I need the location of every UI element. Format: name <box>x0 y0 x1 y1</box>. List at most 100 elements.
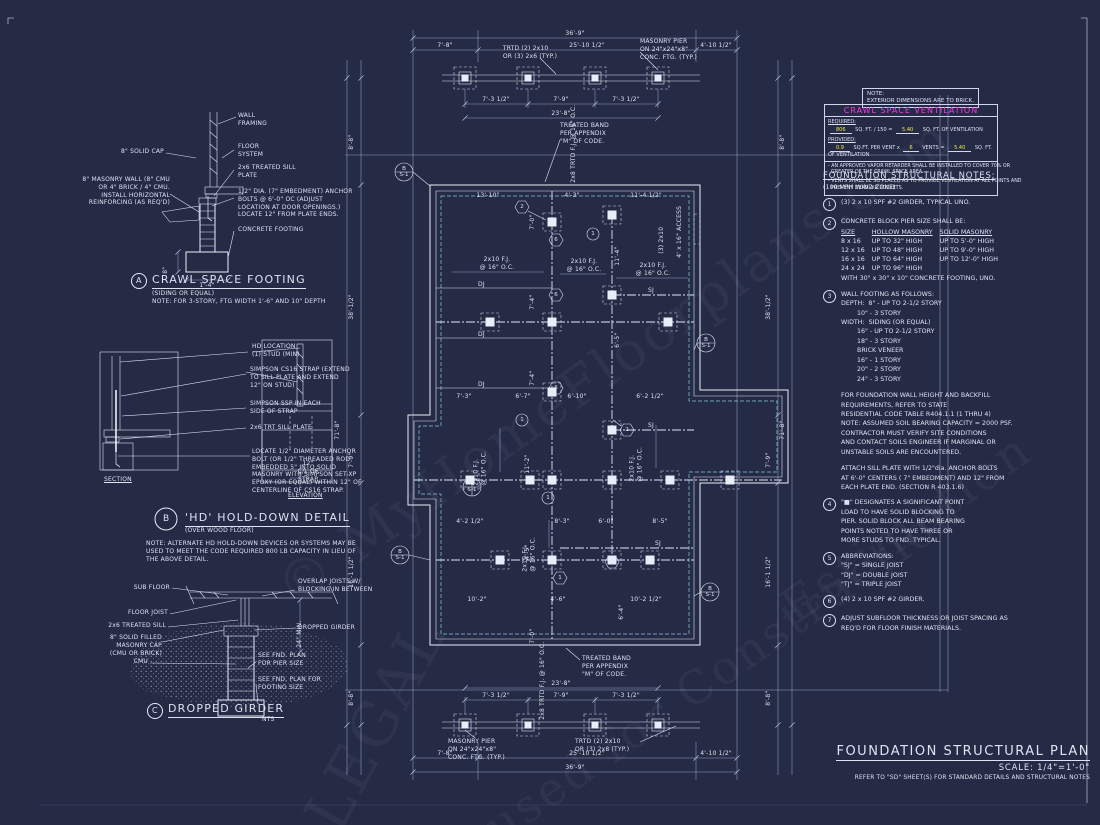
hex-marker: 2 <box>610 558 614 565</box>
overlap-label: OVERLAP JOISTS W/ BLOCKING IN BETWEEN <box>298 578 373 593</box>
detail-b-note: NOTE: ALTERNATE HD HOLD-DOWN DEVICES OR … <box>146 540 356 563</box>
dim-pier-2b: 7'-9" <box>553 692 569 699</box>
plan-linework <box>344 30 949 780</box>
dim: 8'-5" <box>652 518 668 525</box>
dim-top-mid: 25'-10 1/2" <box>569 42 605 49</box>
dim: 6'-4" <box>618 604 626 620</box>
detail-a-tag: A <box>136 276 142 285</box>
sheet-scale: SCALE: 1/4"=1'-0" <box>998 763 1090 773</box>
joist-label: 2x10 F.J. @ 16" O.C. <box>479 256 515 271</box>
dim: 6'-10" <box>567 393 587 400</box>
notes-title: FOUNDATION STRUCTURAL NOTES: <box>823 171 996 181</box>
floor-joist-label: FLOOR JOIST <box>127 609 168 616</box>
dim-side-overall: 71'-8" <box>334 420 342 440</box>
detail-a-linework <box>131 112 244 289</box>
pier-label-bottom: MASONRY PIER ON 24"x24"x8" CONC. FTG. (T… <box>448 738 505 761</box>
access-label: 4' x 16" ACCESS <box>676 205 684 258</box>
anchor-bolts-label: 1/2" DIA. (7" EMBEDMENT) ANCHOR BOLTS @ … <box>238 188 353 219</box>
circle-marker: 1 <box>591 230 595 237</box>
dim: 4'-3" <box>564 192 580 199</box>
note-2: 2 CONCRETE BLOCK PIER SIZE SHALL BE: SIZ… <box>823 217 1099 284</box>
dim: 11'-2" <box>524 454 532 474</box>
ventilation-title: CRAWL SPACE VENTILATION <box>825 105 997 117</box>
dim-top-left: 7'-8" <box>437 42 453 49</box>
joist-label: 2x10 F.J. @ 16" O.C. <box>635 262 671 277</box>
dim: 6'-2 1/2" <box>636 393 664 400</box>
dim: 10'-2 1/2" <box>630 596 662 603</box>
dim-pier-1: 7'-3 1/2" <box>482 96 510 103</box>
dim-bot-left: 7'-8" <box>437 750 453 757</box>
detail-b-title: 'HD' HOLD-DOWN DETAIL <box>185 511 350 528</box>
dim: 7'-0" <box>529 628 537 644</box>
dim-bot-mid: 25'-10 1/2" <box>569 750 605 757</box>
detail-b-linework <box>99 339 333 531</box>
concrete-footing-label: CONCRETE FOOTING <box>238 226 304 233</box>
dim: 6'-7" <box>515 393 531 400</box>
pier-label-top: MASONRY PIER ON 24"x24"x8" CONC. FTG. (T… <box>640 38 697 61</box>
ventilation-provided-row: PROVIDED: 0.9 SQ.FT. PER VENT x 6 VENTS … <box>828 137 993 158</box>
detail-b-subtitle: (OVER WOOD FLOOR) <box>185 527 254 534</box>
dim: 10'-2" <box>467 596 487 603</box>
masonry-cap-label: 8" SOLID FILLED MASONRY CAP (CMU OR BRIC… <box>109 634 162 657</box>
hd-location-label: HD LOCATION (1) STUD (MIN) <box>252 343 300 358</box>
note-1: 1(3) 2 x 10 SPF #2 GIRDER, TYPICAL UNO. <box>823 198 1099 212</box>
solid-cap-label: 8" SOLID CAP <box>121 148 164 155</box>
dim: 6'-5" <box>614 332 622 348</box>
dim-side-overall: 71'-8" <box>779 420 787 440</box>
ventilation-bullet-1: - AN APPROVED VAPOR RETARDER SHALL BE IN… <box>825 160 1010 180</box>
porch-joist-bottom: 2x8 TRTD F.J. @ 16" O.C. <box>539 641 547 720</box>
hex-marker: 6 <box>554 236 558 243</box>
note-4: 4"■" DESIGNATES A SIGNIFICANT POINT LOAD… <box>823 498 1099 545</box>
masonry-wall-label: 8" MASONRY WALL (8" CMU OR 4" BRICK / 4"… <box>82 176 170 207</box>
treated-band-top: TREATED BAND PER APPENDIX "M" OF CODE. <box>560 122 609 145</box>
dim-bot-right: 4'-10 1/2" <box>700 750 732 757</box>
porch-joist-top: 2x8 TRTD F.J. @ 16" O.C. <box>570 104 578 183</box>
dropped-girder-label: DROPPED GIRDER <box>298 624 356 631</box>
trt-sill-label: 2x6 TRT SILL PLATE <box>250 424 313 431</box>
hex-marker: 2 <box>520 203 524 210</box>
dim-pier-3: 7'-3 1/2" <box>612 96 640 103</box>
sheet-note: REFER TO "SD" SHEET(S) FOR STANDARD DETA… <box>854 775 1090 781</box>
dim-side: 38'-1/2" <box>348 294 356 320</box>
floor-system-label: FLOOR SYSTEM <box>238 143 264 158</box>
ssp-label: SIMPSON SSP IN EACH SIDE OF STRAP <box>250 400 321 415</box>
dj-label: DJ <box>478 331 485 338</box>
crawl-space-ventilation-table: CRAWL SPACE VENTILATION REQUIRED: 806 SQ… <box>824 104 1022 197</box>
notes-subtitle: (100 MPH WIND ZONE) <box>823 183 896 191</box>
treated-sill-label: 2x6 TREATED SILL <box>108 622 166 629</box>
detail-c-nts: NTS <box>262 716 275 723</box>
dim-side: 8'-8" <box>348 690 356 706</box>
detail-c-title: DROPPED GIRDER <box>168 702 285 719</box>
circle-marker: 1 <box>546 494 550 501</box>
dim-side: 38'-1/2" <box>765 294 773 320</box>
footing-size-label: SEE FND. PLAN FOR FOOTING SIZE <box>258 676 322 691</box>
dim-side: 8'-8" <box>348 134 356 150</box>
cl-strap-label: 12" C/L OF STRAP <box>297 460 319 483</box>
detail-c-tag: C <box>152 706 158 715</box>
circle-marker: 1 <box>520 416 524 423</box>
dim: 11'-4 1/2" <box>630 192 662 199</box>
sheet-title: FOUNDATION STRUCTURAL PLAN <box>836 744 1090 761</box>
dim: 13'-10" <box>476 192 500 199</box>
dim: 8'-3" <box>554 518 570 525</box>
band-label-bottom: TRTD (2) 2x10 OR (3) 2x8 (TYP.) <box>575 738 630 753</box>
dim: 7'-4" <box>529 370 537 386</box>
band-label-top: TRTD (2) 2x10 OR (3) 2x6 (TYP.) <box>502 45 558 60</box>
foundation-structural-notes: FOUNDATION STRUCTURAL NOTES: (100 MPH WI… <box>823 170 1099 639</box>
exterior-dims-note: NOTE: EXTERIOR DIMENSIONS ARE TO BRICK. <box>862 88 979 109</box>
dim-side: 16'-1 1/2" <box>765 556 773 588</box>
hex-marker: 1 <box>558 574 562 581</box>
pier-size-label: SEE FND. PLAN FOR PIER SIZE <box>258 652 306 667</box>
detail-c-linework <box>130 585 348 719</box>
dim-side: 8'-8" <box>779 134 787 150</box>
detail-a-note: NOTE: FOR 3-STORY, FTG WIDTH 1'-6" AND 1… <box>152 298 326 305</box>
detail-a-subtitle: (SIDING OR EQUAL) <box>152 290 215 297</box>
dim: 4'-6" <box>550 596 566 603</box>
hex-marker: 2 <box>625 426 629 433</box>
